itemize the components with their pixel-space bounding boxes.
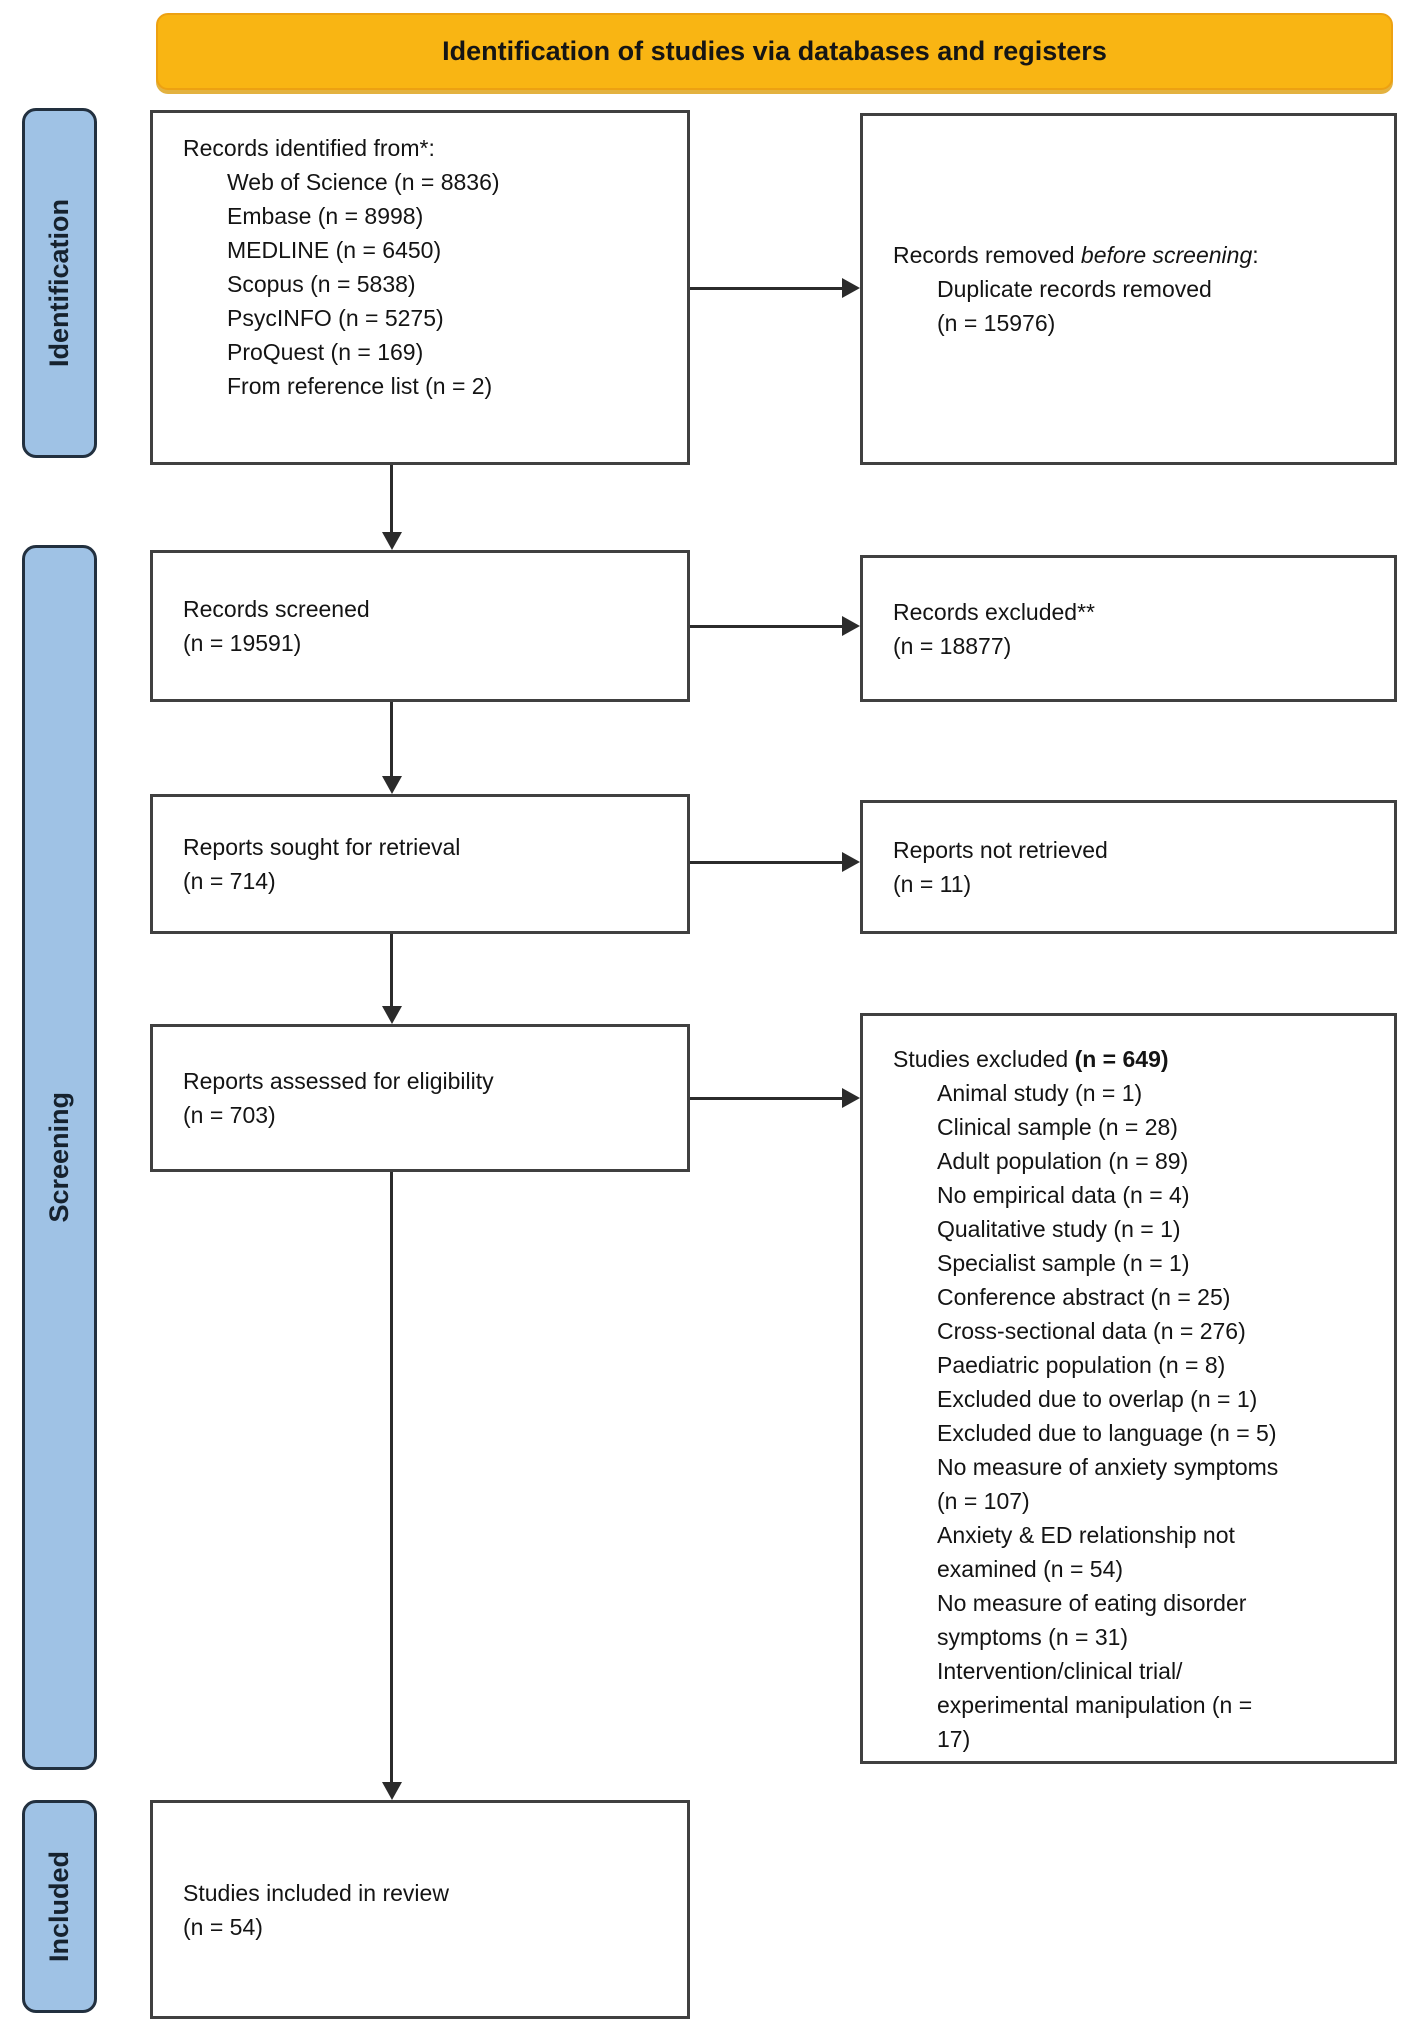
stage-bar-identification: Identification [22,108,97,458]
records-removed-heading-prefix: Records removed [893,242,1081,268]
records-excluded-content: Records excluded** (n = 18877) [863,595,1107,663]
studies-included-label: Studies included in review [183,1879,449,1906]
stage-label-included: Included [44,1850,74,1962]
reason-clinical-sample: Clinical sample (n = 28) [937,1114,1178,1140]
right-arrowhead-4 [842,1088,860,1108]
reason-paediatric-population: Paediatric population (n = 8) [937,1352,1226,1378]
reports-assessed-label: Reports assessed for eligibility [183,1068,494,1094]
records-screened-content: Records screened (n = 19591) [153,592,382,660]
reason-language: Excluded due to language (n = 5) [937,1420,1277,1446]
reports-sought-label: Reports sought for retrieval [183,834,461,860]
records-removed-content: Records removed before screening: Duplic… [863,238,1271,340]
down-arrowhead-4 [382,1782,402,1800]
down-arrow-line-1 [390,465,393,535]
reason-overlap: Excluded due to overlap (n = 1) [937,1386,1258,1412]
source-psycinfo: PsycINFO (n = 5275) [227,305,444,331]
down-arrow-line-4 [390,1172,393,1784]
reason-animal-study: Animal study (n = 1) [937,1080,1143,1106]
stage-label-screening: Screening [44,1092,74,1223]
records-excluded-count: (n = 18877) [893,632,1012,659]
box-reports-assessed: Reports assessed for eligibility (n = 70… [150,1024,690,1172]
reports-not-retrieved-content: Reports not retrieved (n = 11) [863,833,1120,901]
right-arrow-line-3 [690,861,842,864]
right-arrowhead-3 [842,852,860,872]
reason-intervention-trial: Intervention/clinical trial/ experimenta… [937,1658,1253,1752]
reports-sought-count: (n = 714) [183,868,276,894]
box-reports-not-retrieved: Reports not retrieved (n = 11) [860,800,1397,934]
reason-conference-abstract: Conference abstract (n = 25) [937,1284,1231,1310]
box-studies-excluded: Studies excluded (n = 649) Animal study … [860,1013,1397,1764]
down-arrowhead-3 [382,1006,402,1024]
reports-assessed-count: (n = 703) [183,1102,276,1128]
box-reports-sought: Reports sought for retrieval (n = 714) [150,794,690,934]
right-arrow-line-1 [690,287,842,290]
records-identified-heading: Records identified from*: [183,135,435,161]
source-scopus: Scopus (n = 5838) [227,271,416,297]
studies-excluded-title-count: (n = 649) [1074,1046,1169,1072]
down-arrow-line-2 [390,702,393,778]
source-medline: MEDLINE (n = 6450) [227,237,442,263]
studies-excluded-title: Studies excluded (n = 649) [893,1042,1380,1076]
right-arrowhead-1 [842,278,860,298]
reason-adult-population: Adult population (n = 89) [937,1148,1189,1174]
records-screened-label: Records screened [183,596,370,622]
box-records-removed: Records removed before screening: Duplic… [860,113,1397,465]
stage-bar-included: Included [22,1800,97,2013]
down-arrowhead-1 [382,532,402,550]
reason-specialist-sample: Specialist sample (n = 1) [937,1250,1190,1276]
down-arrow-line-3 [390,934,393,1008]
reason-cross-sectional-data: Cross-sectional data (n = 276) [937,1318,1246,1344]
reason-relationship-not-examined: Anxiety & ED relationship not examined (… [937,1522,1235,1582]
records-removed-heading-suffix: : [1252,242,1259,268]
records-removed-heading: Records removed before screening: [893,238,1259,272]
studies-included-count: (n = 54) [183,1913,263,1940]
stage-label-identification: Identification [44,199,74,367]
right-arrowhead-2 [842,616,860,636]
banner: Identification of studies via databases … [156,13,1393,90]
source-web-of-science: Web of Science (n = 8836) [227,169,500,195]
studies-included-content: Studies included in review (n = 54) [153,1876,461,1944]
down-arrowhead-2 [382,776,402,794]
right-arrow-line-4 [690,1097,842,1100]
reason-no-ed-measure: No measure of eating disorder symptoms (… [937,1590,1247,1650]
studies-excluded-title-prefix: Studies excluded [893,1046,1075,1072]
box-studies-included: Studies included in review (n = 54) [150,1800,690,2019]
reports-assessed-content: Reports assessed for eligibility (n = 70… [153,1064,506,1132]
box-records-screened: Records screened (n = 19591) [150,550,690,702]
reports-not-retrieved-count: (n = 11) [893,871,972,897]
source-reference-list: From reference list (n = 2) [227,373,493,399]
box-records-identified: Records identified from*: Web of Science… [150,110,690,465]
reason-qualitative-study: Qualitative study (n = 1) [937,1216,1181,1242]
banner-title: Identification of studies via databases … [442,36,1107,66]
box-records-excluded: Records excluded** (n = 18877) [860,555,1397,702]
records-removed-item: Duplicate records removed (n = 15976) [937,276,1212,336]
records-screened-count: (n = 19591) [183,630,302,656]
records-removed-heading-italic: before screening [1080,242,1253,268]
reason-no-anxiety-measure: No measure of anxiety symptoms (n = 107) [937,1454,1279,1514]
reports-not-retrieved-label: Reports not retrieved [893,837,1108,863]
stage-bar-screening: Screening [22,545,97,1770]
right-arrow-line-2 [690,625,842,628]
reason-no-empirical-data: No empirical data (n = 4) [937,1182,1190,1208]
records-excluded-label: Records excluded** [893,598,1096,625]
reports-sought-content: Reports sought for retrieval (n = 714) [153,830,472,898]
source-proquest: ProQuest (n = 169) [227,339,424,365]
source-embase: Embase (n = 8998) [227,203,424,229]
